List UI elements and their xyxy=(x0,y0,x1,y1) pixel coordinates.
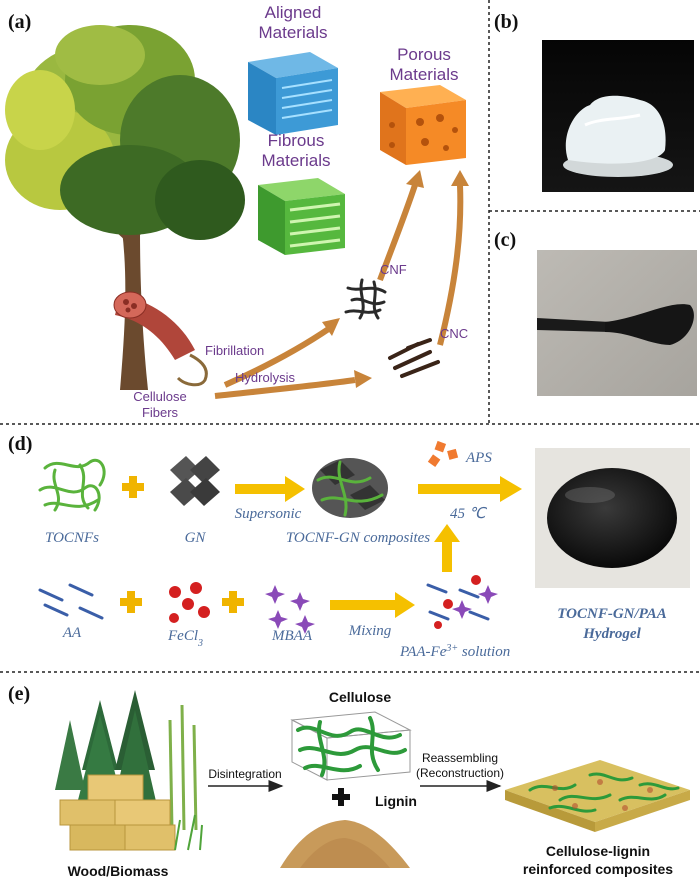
panel-c-label: (c) xyxy=(494,229,516,251)
hydrogel-disc xyxy=(547,468,677,568)
gn-sheets xyxy=(170,456,220,506)
panel-a-label: (a) xyxy=(8,11,31,33)
aa-label: AA xyxy=(62,625,82,641)
cnc-rods xyxy=(388,338,440,378)
aa-molecules xyxy=(38,583,104,620)
arrow-to-cnf xyxy=(223,325,332,388)
arrow-supersonic xyxy=(235,476,305,502)
arrow-cnc-to-porous xyxy=(437,184,464,346)
lignin-label: Lignin xyxy=(375,793,417,809)
arrow-mixing xyxy=(330,592,415,618)
mixing-label: Mixing xyxy=(348,623,392,639)
cellulose-fibers-line2: Fibers xyxy=(142,405,179,420)
cnc-label: CNC xyxy=(440,326,468,341)
plus-icon xyxy=(222,591,244,613)
cellulose-lignin-composite xyxy=(505,760,690,832)
cnf-fibrils xyxy=(344,278,387,320)
aps-label: APS xyxy=(465,450,492,466)
cellulose-gel-sample xyxy=(565,95,666,164)
panel-e-label: (e) xyxy=(8,683,30,705)
fecl3-particles xyxy=(169,582,210,623)
porous-materials-cube xyxy=(380,85,466,165)
tree-illustration xyxy=(5,25,245,390)
tocnfs-network xyxy=(38,458,106,512)
supersonic-label: Supersonic xyxy=(235,506,302,522)
arrow-to-cnc-head xyxy=(354,370,372,388)
cnf-label: CNF xyxy=(380,262,407,277)
mbaa-label: MBAA xyxy=(271,628,313,644)
fecl3-label: FeCl3 xyxy=(167,628,203,649)
reassembling-line1: Reassembling xyxy=(422,751,498,765)
arrow-45c xyxy=(418,476,522,502)
porous-materials-line2: Materials xyxy=(390,65,459,84)
panel-a: (a) xyxy=(5,3,469,420)
plus-icon-black xyxy=(332,788,350,806)
arrow-cnf-to-porous-head xyxy=(406,170,424,188)
fibrous-materials-line1: Fibrous xyxy=(268,131,325,150)
aligned-materials-line2: Materials xyxy=(259,23,328,42)
tocnf-gn-composite xyxy=(312,458,388,518)
plus-icon xyxy=(120,591,142,613)
plus-icon xyxy=(122,476,144,498)
arrow-to-cnc xyxy=(214,377,356,399)
gn-label: GN xyxy=(185,530,207,546)
fibrillation-label: Fibrillation xyxy=(205,343,264,358)
arrow-cnf-to-porous xyxy=(377,184,418,282)
flexible-film xyxy=(605,304,694,345)
mbaa-crosslinkers xyxy=(265,585,315,634)
hydrogel-line2: Hydrogel xyxy=(582,626,641,642)
disintegration-label: Disintegration xyxy=(208,767,281,781)
composites-line1: Cellulose-lignin xyxy=(546,843,650,859)
aps-particles xyxy=(427,440,459,467)
panel-d-label: (d) xyxy=(8,433,32,455)
reassembling-line2: (Reconstruction) xyxy=(416,766,504,780)
fibrous-materials-line2: Materials xyxy=(262,151,331,170)
panel-b: (b) xyxy=(494,11,694,192)
wood-biomass-illustration xyxy=(55,690,203,851)
aligned-materials-cube xyxy=(248,52,338,135)
hydrogel-line1: TOCNF-GN/PAA xyxy=(557,606,666,622)
porous-materials-line1: Porous xyxy=(397,45,451,64)
aligned-materials-line1: Aligned xyxy=(265,3,322,22)
fibrous-materials-cube xyxy=(258,178,345,255)
cellulose-network xyxy=(290,711,412,781)
cellulose-label: Cellulose xyxy=(329,689,391,705)
composites-label: TOCNF-GN composites xyxy=(286,530,430,546)
arrow-to-cnf-head xyxy=(322,318,340,336)
temperature-label: 45 ℃ xyxy=(450,506,488,522)
panel-d: (d) TOCNFs GN Supersonic xyxy=(8,433,690,660)
panel-c: (c) xyxy=(494,229,697,396)
cellulose-fibers-line1: Cellulose xyxy=(133,389,186,404)
paa-solution-label: PAA-Fe3+ solution xyxy=(399,643,510,661)
hydrolysis-label: Hydrolysis xyxy=(235,370,295,385)
tocnfs-label: TOCNFs xyxy=(45,530,99,546)
tweezers xyxy=(537,318,610,332)
arrow-cnc-to-porous-head xyxy=(451,170,469,186)
composites-line2: reinforced composites xyxy=(523,861,673,877)
panel-b-label: (b) xyxy=(494,11,518,33)
arrow-up xyxy=(434,524,460,572)
paa-fe-solution xyxy=(426,575,498,629)
wood-biomass-label: Wood/Biomass xyxy=(68,863,169,879)
panel-e: (e) Wood/Biomass Disintegration xyxy=(8,683,690,879)
